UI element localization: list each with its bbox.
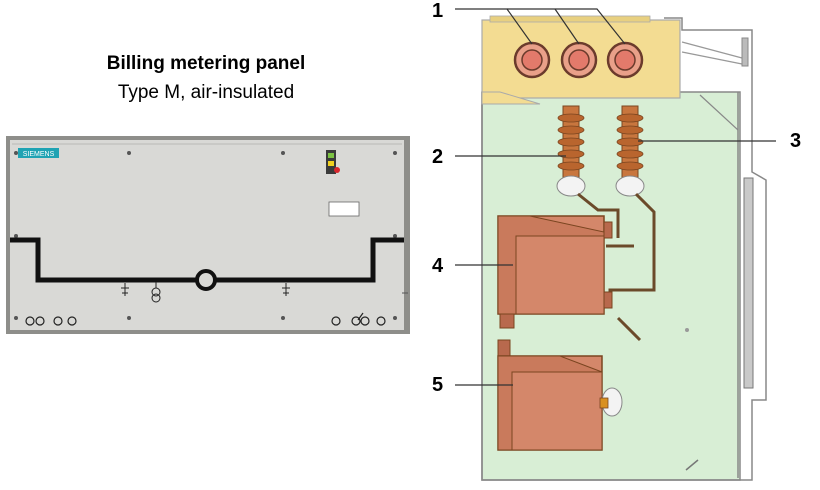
front-panel-view: SIEMENS <box>6 136 410 334</box>
disconnector-symbols <box>121 283 290 296</box>
indicator-icon <box>326 150 340 174</box>
voltage-transformer-icon <box>497 339 623 451</box>
current-transformer-icon <box>497 215 613 329</box>
insulator-icon <box>556 105 645 197</box>
brand-badge <box>18 148 59 158</box>
callout-label-5: 5 <box>432 374 443 396</box>
operating-openings <box>25 312 386 326</box>
metering-transformer-symbol <box>195 269 217 291</box>
voltage-transformer-symbol <box>151 282 161 303</box>
label-plate <box>328 201 360 217</box>
callout-label-3: 3 <box>790 130 801 152</box>
busbar-icon <box>513 41 644 79</box>
panel-title: Billing metering panel <box>106 53 306 74</box>
leader-lines <box>455 8 776 386</box>
panel-subtitle: Type M, air-insulated <box>117 82 295 103</box>
brand-badge-text: SIEMENS <box>23 151 55 158</box>
callout-label-4: 4 <box>432 255 444 277</box>
callout-label-1: 1 <box>432 0 443 22</box>
panel-screws <box>14 151 397 320</box>
callout-label-2: 2 <box>432 146 443 168</box>
